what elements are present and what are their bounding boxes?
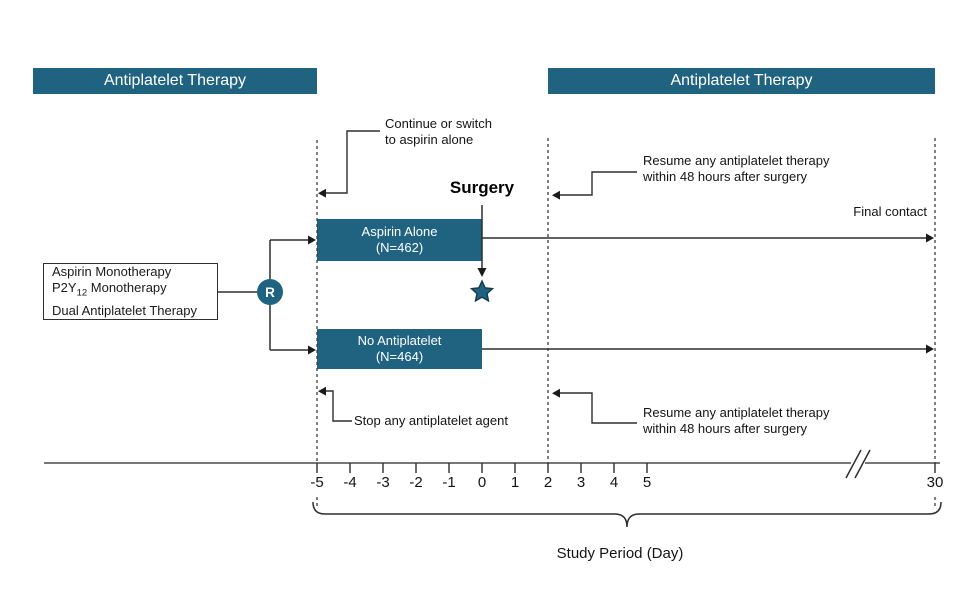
stop-annotation-connector [326,390,352,422]
tick-label-minus3: -3 [376,474,390,491]
tick-label-5: 5 [642,474,652,491]
arm-name: Aspirin Alone [361,224,438,239]
arrowhead-no-antiplatelet-final-contact [926,344,934,354]
tick-label-3: 3 [576,474,586,491]
arm-box-no-antiplatelet: No Antiplatelet (N=464) [317,329,482,369]
tick-label-minus4: -4 [343,474,357,491]
randomization-circle [257,279,283,305]
continue-or-switch-annotation: Continue or switch to aspirin alone [385,116,492,148]
arrowhead-surgery-down [477,268,487,277]
axis-ticks [316,463,936,473]
arrowhead-into-aspirin-arm [308,235,316,245]
enrollment-criteria-box: Aspirin Monotherapy P2Y12 Monotherapy Du… [43,263,218,320]
surgery-star-icon [469,279,495,303]
study-period-brace [312,501,942,528]
enrollment-line-3: Dual Antiplatelet Therapy [52,302,198,318]
final-contact-label: Final contact [853,204,927,219]
arrowhead-into-no-antiplatelet-arm [308,345,316,355]
tick-label-minus2: -2 [409,474,423,491]
arrowhead-stop-annotation [318,386,326,396]
randomization-branch-lines [218,239,308,351]
arm-n: (N=462) [375,240,424,255]
axis-break-gap [851,455,865,471]
continue-annotation-connector [326,130,380,194]
resume-top-line-1: Resume any antiplatelet therapy [643,153,830,168]
tick-label-minus1: -1 [442,474,456,491]
continue-line-2: to aspirin alone [385,132,474,147]
resume-top-line-2: within 48 hours after surgery [643,169,808,184]
tick-label-30: 30 [926,474,944,491]
randomization-r-label: R [265,285,275,300]
arrowhead-resume-bottom [552,388,560,398]
antiplatelet-therapy-header-left: Antiplatelet Therapy [33,68,317,94]
antiplatelet-therapy-header-right: Antiplatelet Therapy [548,68,935,94]
surgery-label: Surgery [449,178,515,197]
tick-label-1: 1 [510,474,520,491]
axis-break-slash-2 [854,449,871,479]
enrollment-line-2: P2Y12 Monotherapy [52,280,167,300]
enrollment-line-1: Aspirin Monotherapy [52,263,172,279]
resume-annotation-bottom: Resume any antiplatelet therapy within 4… [643,405,829,437]
arm-box-aspirin-alone: Aspirin Alone (N=462) [317,219,482,261]
study-period-axis-label: Study Period (Day) [556,545,684,562]
resume-top-connector [560,171,637,196]
tick-label-0: 0 [477,474,487,491]
resume-bottom-line-2: within 48 hours after surgery [643,421,808,436]
resume-annotation-top: Resume any antiplatelet therapy within 4… [643,153,829,185]
arrowhead-resume-top [552,190,560,200]
arrowhead-aspirin-final-contact [926,233,934,243]
arm-n: (N=464) [375,349,424,364]
tick-label-2: 2 [543,474,553,491]
tick-label-minus5: -5 [310,474,324,491]
axis-break-slash-1 [845,449,862,479]
stop-antiplatelet-annotation: Stop any antiplatelet agent [354,413,508,428]
resume-bottom-line-1: Resume any antiplatelet therapy [643,405,830,420]
resume-bottom-connector [560,392,637,424]
arrowhead-continue-annotation [318,188,326,198]
arm-name: No Antiplatelet [357,333,442,348]
continue-line-1: Continue or switch [385,116,492,131]
tick-label-4: 4 [609,474,619,491]
